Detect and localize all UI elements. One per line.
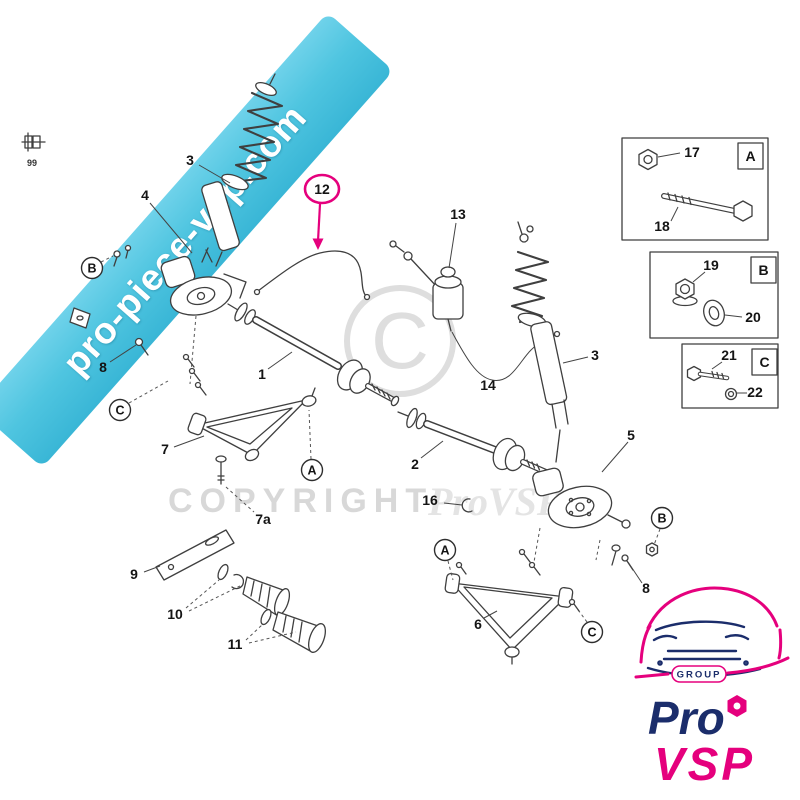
left-knuckle-hub <box>69 244 247 396</box>
clip-16 <box>461 498 473 513</box>
logo-vsp-text: VSP <box>654 738 755 790</box>
part-label-2: 2 <box>411 456 419 472</box>
part-label-7a: 7a <box>255 511 271 527</box>
plate-9 <box>155 529 235 581</box>
copyright-circle-icon <box>344 285 456 397</box>
part-label-4: 4 <box>141 187 149 203</box>
bolt-7a <box>215 455 227 485</box>
provsp-logo: GROUP Pro VSP <box>634 586 790 790</box>
part-label-19: 19 <box>703 257 719 273</box>
right-strut <box>510 221 569 429</box>
callout-letter: C <box>115 404 124 418</box>
driveshaft-2 <box>397 407 553 480</box>
right-knuckle-hub <box>518 429 631 576</box>
part-label-14: 14 <box>480 377 496 393</box>
brake-pipe-12 <box>253 250 371 301</box>
part-label-16: 16 <box>422 492 438 508</box>
group-badge: GROUP <box>634 656 790 683</box>
part-label-20: 20 <box>745 309 761 325</box>
part-label-5: 5 <box>627 427 635 443</box>
part-label-3-left: 3 <box>186 152 194 168</box>
callout-c-right: C <box>580 620 604 644</box>
callout-letter: B <box>87 262 96 276</box>
washer-icon <box>703 299 725 327</box>
car-outline-icon <box>639 586 783 677</box>
part-label-17: 17 <box>684 144 700 160</box>
copyright-letter: C <box>371 296 429 385</box>
small-bolt-icon <box>686 365 730 382</box>
boot-kit-10 <box>217 563 291 617</box>
hex-nut-icon <box>727 695 747 717</box>
thumbnail-label: 99 <box>27 158 37 168</box>
callout-b-right: B <box>650 506 674 530</box>
thumbnail-part-icon <box>21 132 46 152</box>
part-label-12: 12 <box>314 181 330 197</box>
copyright-watermark: C COPYRIGHT ProVSP <box>168 285 562 524</box>
logo-group-text: GROUP <box>677 670 722 681</box>
legend-letter-b: B <box>758 262 768 278</box>
part-label-10: 10 <box>167 606 183 622</box>
cylinder-13 <box>389 240 464 332</box>
callout-b-left: B <box>80 256 104 280</box>
legend-letter-c: C <box>759 354 769 370</box>
part-label-11: 11 <box>228 636 243 652</box>
fastener-cluster-right <box>595 528 661 571</box>
callout-letter: B <box>657 512 666 526</box>
legend-box-a: A <box>621 137 769 241</box>
lower-arm-right <box>444 572 574 665</box>
part-label-8-right: 8 <box>642 580 650 596</box>
part-label-13: 13 <box>450 206 466 222</box>
left-strut <box>201 73 284 267</box>
legend-box-c: C <box>681 343 779 409</box>
legend-letter-a: A <box>745 148 755 164</box>
callout-a-left: A <box>300 458 324 482</box>
lower-arm-left <box>187 387 317 462</box>
copyright-word: COPYRIGHT <box>168 482 433 520</box>
nut-icon <box>638 148 658 171</box>
highlight-12 <box>303 173 341 250</box>
part-label-8-left: 8 <box>99 359 107 375</box>
part-label-1: 1 <box>258 366 266 382</box>
part-label-7: 7 <box>161 441 169 457</box>
small-washer-icon <box>724 387 738 401</box>
driveshaft-1 <box>227 302 400 407</box>
boot-kit-11 <box>260 608 326 653</box>
part-label-22: 22 <box>747 384 763 400</box>
callout-letter: C <box>587 626 596 640</box>
callout-letter: A <box>307 464 316 478</box>
callout-a-right: A <box>433 538 457 562</box>
highlight-arrow-icon <box>316 203 322 242</box>
part-label-6: 6 <box>474 616 482 632</box>
part-label-3-right: 3 <box>591 347 599 363</box>
callout-letter: A <box>440 544 449 558</box>
bolt-icon <box>661 192 753 222</box>
part-label-21: 21 <box>721 347 737 363</box>
flanged-nut-icon <box>672 278 698 307</box>
callout-c-left: C <box>108 398 132 422</box>
logo-pro-text: Pro <box>648 692 725 744</box>
part-label-18: 18 <box>654 218 670 234</box>
legend-box-b: B <box>649 251 779 339</box>
part-label-9: 9 <box>130 566 138 582</box>
